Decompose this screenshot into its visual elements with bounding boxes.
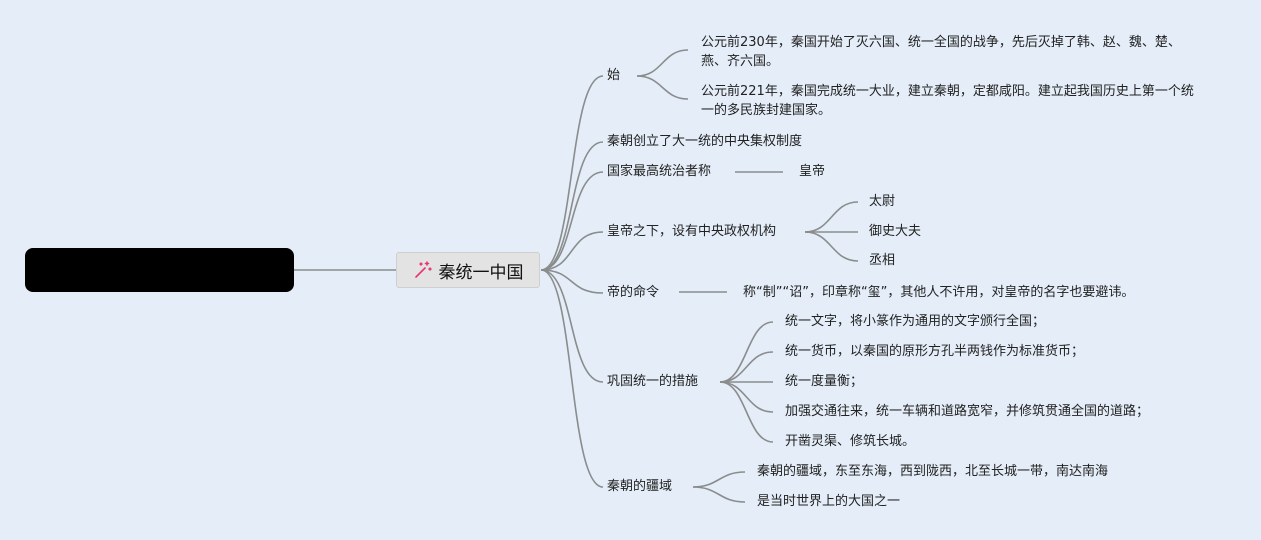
leaf-canal-wall[interactable]: 开凿灵渠、修筑长城。 [785,434,916,449]
leaf-chengxiang[interactable]: 丞相 [869,253,896,268]
connector-origin-leaf-2 [636,75,689,100]
branch-central-government[interactable]: 皇帝之下，设有中央政权机构 [607,224,777,239]
leaf-unify-script[interactable]: 统一文字，将小篆作为通用的文字颁行全国； [785,314,1046,329]
connector-gov-taiwei [804,201,859,233]
leaf-roads[interactable]: 加强交通往来，统一车辆和道路宽窄，并修筑贯通全国的道路； [785,404,1150,419]
leaf-orders-detail[interactable]: 称“制”“诏”，印章称“玺”，其他人不许用，对皇帝的名字也要避讳。 [743,285,1135,300]
connector-gov-chengxiang [804,231,859,262]
central-topic-title: 秦统一中国 [438,262,524,283]
branch-origin[interactable]: 始 [607,68,621,83]
branch-territory[interactable]: 秦朝的疆域 [607,479,673,494]
connector-center-branch-1 [540,141,604,271]
branch-imperial-orders[interactable]: 帝的命令 [607,285,660,300]
leaf-unify-currency[interactable]: 统一货币，以秦国的原形方孔半两钱作为标准货币； [785,344,1085,359]
leaf-origin-2[interactable]: 公元前221年，秦国完成统一大业，建立秦朝，定都咸阳。建立起我国历史上第一个统一… [701,84,1194,118]
branch-consolidation-measures[interactable]: 巩固统一的措施 [607,374,699,389]
connector-measure-4 [719,381,774,443]
leaf-territory-extent[interactable]: 秦朝的疆域，东至东海，西到陇西，北至长城一带，南达南海 [757,464,1109,479]
leaf-taiwei[interactable]: 太尉 [869,194,896,209]
central-topic[interactable]: 秦统一中国 [396,252,540,288]
connector-measure-0 [719,321,774,383]
leaf-emperor[interactable]: 皇帝 [799,164,826,179]
leaf-origin-1[interactable]: 公元前230年，秦国开始了灭六国、统一全国的战争，先后灭掉了韩、赵、魏、楚、燕、… [701,35,1181,69]
connector-territory-2 [692,486,746,503]
connector-center-branch-6 [540,269,604,488]
magic-wand-icon [414,261,432,278]
leaf-yushi-dafu[interactable]: 御史大夫 [869,224,922,239]
root-node[interactable] [25,248,294,292]
leaf-great-power[interactable]: 是当时世界上的大国之一 [757,494,901,509]
connector-center-branch-5 [540,269,604,383]
connector-origin-leaf-1 [636,49,689,77]
connector-center-branch-4 [540,269,604,294]
connector-measure-3 [719,381,774,413]
branch-supreme-ruler[interactable]: 国家最高统治者称 [607,164,712,179]
connector-center-branch-0 [540,75,604,271]
connector-territory-1 [692,471,746,488]
leaf-unify-measures[interactable]: 统一度量衡； [785,374,864,389]
connector-measure-1 [719,351,774,383]
connector-center-branch-3 [540,231,604,271]
connector-center-branch-2 [540,171,604,271]
branch-centralized-system[interactable]: 秦朝创立了大一统的中央集权制度 [607,134,803,149]
